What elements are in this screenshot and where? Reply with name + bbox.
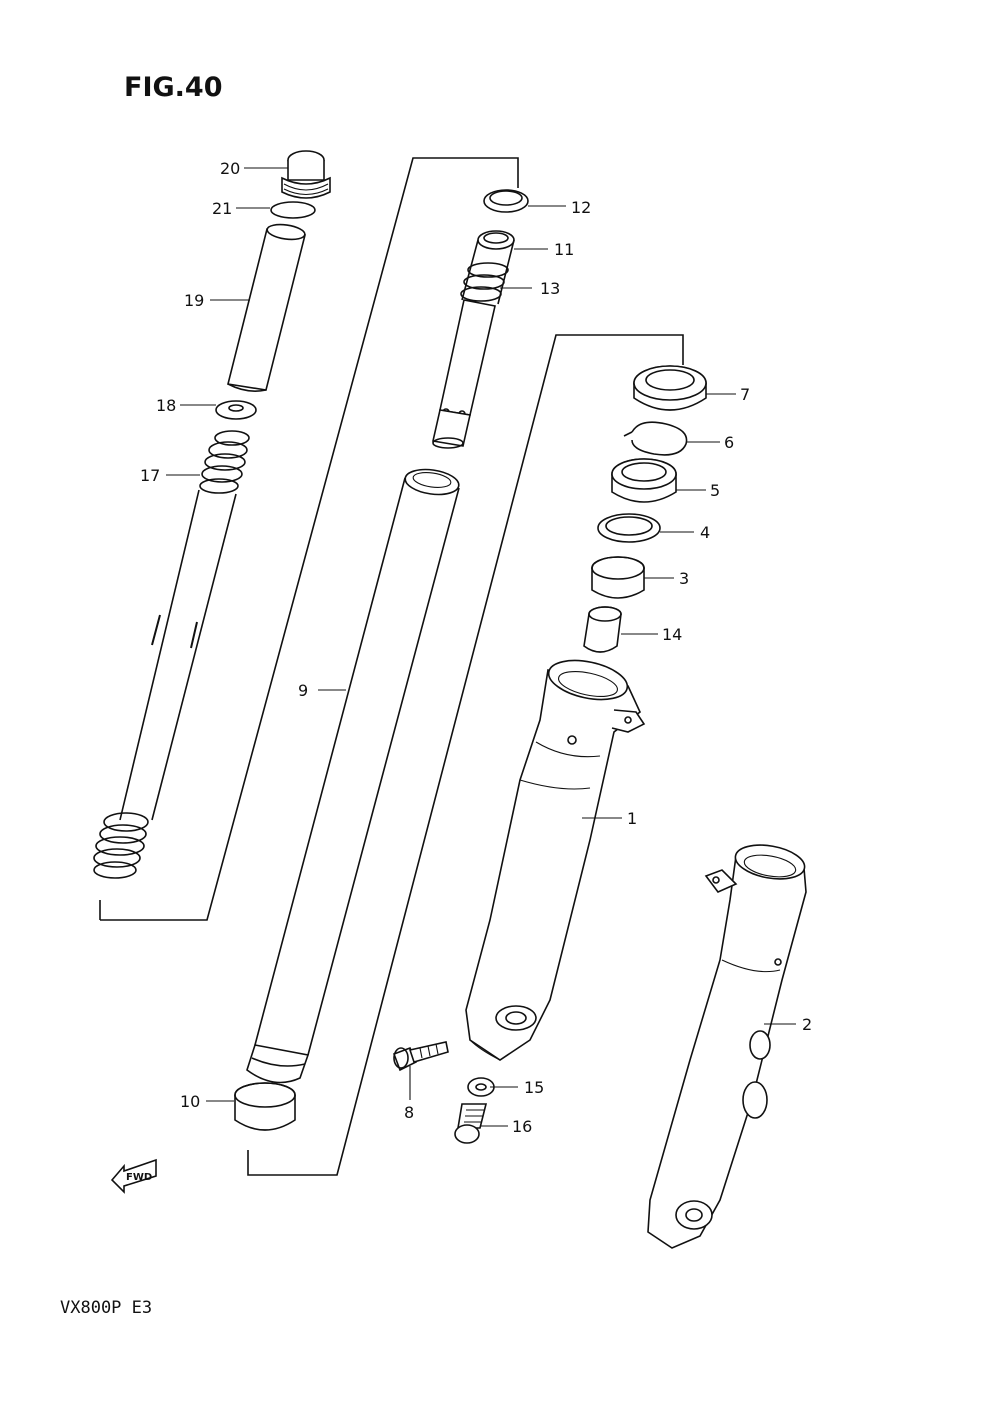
spring-seat-washer <box>215 400 257 420</box>
slide-bushing <box>234 1082 296 1131</box>
callout-7: 7 <box>740 385 750 404</box>
callout-leaders <box>166 167 796 1127</box>
guide-bushing <box>591 556 645 599</box>
callout-18: 18 <box>156 396 176 415</box>
callout-15: 15 <box>524 1078 544 1097</box>
callout-1: 1 <box>627 809 637 828</box>
callout-11: 11 <box>554 240 574 259</box>
fwd-arrow-icon: FWD <box>110 1158 157 1194</box>
callout-2: 2 <box>802 1015 812 1034</box>
oil-lock-piece <box>583 606 622 653</box>
damper-rod <box>432 230 515 449</box>
callout-13: 13 <box>540 279 560 298</box>
socket-bolt <box>392 1041 449 1072</box>
callout-20: 20 <box>220 159 240 178</box>
callout-4: 4 <box>700 523 710 542</box>
model-code: VX800P E3 <box>60 1298 153 1318</box>
outer-tube-left <box>465 659 646 1061</box>
callout-19: 19 <box>184 291 204 310</box>
callout-6: 6 <box>724 433 734 452</box>
callout-12: 12 <box>571 198 591 217</box>
piston-ring <box>483 189 529 213</box>
drain-bolt <box>454 1103 488 1144</box>
callout-21: 21 <box>212 199 232 218</box>
callout-14: 14 <box>662 625 682 644</box>
oil-seal-washer <box>597 513 661 543</box>
callout-3: 3 <box>679 569 689 588</box>
callout-8: 8 <box>404 1103 414 1122</box>
callout-16: 16 <box>512 1117 532 1136</box>
fwd-label: FWD <box>126 1172 152 1183</box>
bracket-tube-group <box>247 334 684 1176</box>
figure-title: FIG.40 <box>124 72 223 103</box>
outer-tube-right <box>647 844 807 1249</box>
spacer-tube <box>227 223 306 392</box>
oil-seal <box>611 458 677 503</box>
inner-tube <box>246 468 460 1084</box>
bracket-spring-group <box>100 157 519 921</box>
retaining-ring <box>623 421 688 456</box>
callout-9: 9 <box>298 681 308 700</box>
callout-17: 17 <box>140 466 160 485</box>
dust-seal <box>633 365 707 411</box>
callout-10: 10 <box>180 1092 200 1111</box>
callout-5: 5 <box>710 481 720 500</box>
fork-spring <box>93 430 250 879</box>
o-ring <box>270 201 316 219</box>
gasket-washer <box>467 1077 495 1097</box>
fork-cap-bolt <box>281 150 331 199</box>
